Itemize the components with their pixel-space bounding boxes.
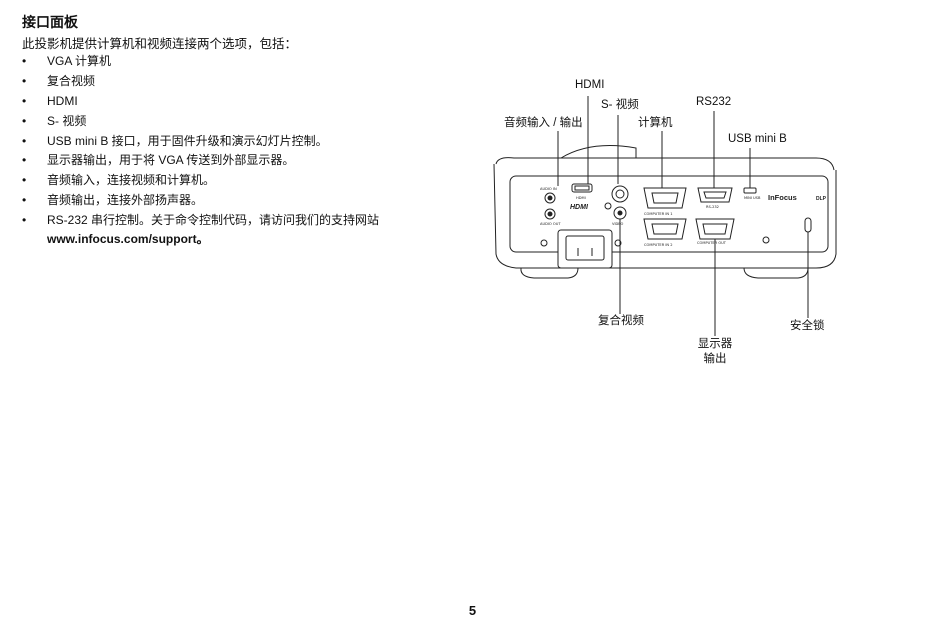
security-lock-slot [804,217,812,233]
projector-body [493,163,837,269]
audio-in-label: AUDIO IN [540,187,557,191]
callout-svideo: S- 视频 [601,99,639,111]
callout-computer: 计算机 [638,117,673,129]
section-title: 接口面板 [22,14,78,30]
audio-in-jack [544,192,556,204]
computer-in-2-port-inner [651,223,679,235]
intro-text: 此投影机提供计算机和视频连接两个选项，包括： [22,37,298,51]
callout-composite-video: 复合视频 [598,315,644,327]
projector-top-hump [560,145,637,159]
feature-list: • VGA 计算机 • 复合视频 • HDMI • S- 视频 • USB mini B … [22,53,380,246]
rs232-port [697,187,733,203]
svideo-port [611,185,629,203]
callout-monitor-out-line1: 显示器 [697,338,733,350]
audio-out-label: AUDIO OUT [540,222,561,226]
list-item: • HDMI [22,93,379,113]
bullet: • [22,193,27,208]
list-item: • USB mini B 接口，用于固件升级和演示幻灯片控制。 [22,133,379,153]
computer-in-1-port-inner [651,192,679,204]
dlp-logo-text: DLP [816,196,827,202]
connector-panel-diagram: HDMI InFocus DLP AUDIO IN AUDIO OUT HDMI… [486,78,846,378]
hdmi-port [571,183,593,193]
mini-usb-label: MINI USB [744,196,761,200]
bullet: • [22,133,27,148]
infocus-brand-text: InFocus [768,193,797,202]
computer-in-2-port [643,218,687,240]
callout-monitor-out: 显示器 输出 [694,337,736,367]
support-url-line: www.infocus.com/support。 [47,231,379,248]
monitor-out-port-inner [702,223,728,235]
bullet: • [22,153,27,168]
list-item-text: 复合视频 [47,73,96,88]
bullet: • [22,213,27,228]
rs232-port-inner [703,191,727,199]
projector-foot-left [520,267,579,279]
power-socket [557,229,613,269]
bullet: • [22,73,27,88]
list-item-text: VGA 计算机 [47,54,112,68]
rear-panel [509,175,829,253]
audio-out-jack-center [547,211,553,217]
bullet: • [22,173,27,188]
composite-video-port-center [617,210,623,216]
computer-in-1-port [643,187,687,209]
projector-foot-right [743,267,809,279]
bullet: • [22,113,27,128]
callout-security-lock: 安全锁 [790,320,825,332]
audio-in-jack-center [547,195,553,201]
callout-usb-mini-b: USB mini B [728,133,787,145]
list-item: • S- 视频 [22,113,379,133]
list-item: • 音频输入，连接视频和计算机。 [22,172,379,192]
list-item: • RS-232 串行控制。关于命令控制代码，请访问我们的支持网站 www.inf… [22,212,380,246]
page-number: 5 [468,603,477,618]
screw [762,236,770,244]
list-item: • 音频输出，连接外部扬声器。 [22,192,379,212]
list-item: • 显示器输出，用于将 VGA 传送到外部显示器。 [22,152,379,172]
svideo-port-inner [615,189,625,199]
url-suffix: 。 [196,232,209,247]
monitor-out-port [695,218,735,240]
screw [614,239,622,247]
mini-usb-port [743,187,757,194]
list-item-text: 显示器输出，用于将 VGA 传送到外部显示器。 [47,153,295,168]
computer-in-2-label: COMPUTER IN 2 [644,243,673,247]
list-item-text: 音频输出，连接外部扬声器。 [47,193,204,208]
callout-monitor-out-line2: 输出 [703,353,727,365]
power-socket-inner [565,235,605,261]
callout-hdmi: HDMI [575,79,605,91]
audio-out-jack [544,208,556,220]
screw [540,239,548,247]
support-url[interactable]: www.infocus.com/support [47,232,197,247]
bullet: • [22,54,27,68]
list-item-text: RS-232 串行控制。关于命令控制代码，请访问我们的支持网站 [47,213,380,228]
hdmi-port-inner [574,185,590,191]
list-item-text: HDMI [47,93,78,108]
dc-jack [604,202,612,210]
bullet: • [22,93,27,108]
list-item: • VGA 计算机 [22,53,379,73]
list-item: • 复合视频 [22,73,379,93]
projector-top-shell [495,157,835,171]
callout-audio-in-out: 音频输入 / 输出 [504,117,583,129]
rs232-port-label: RS-232 [706,205,719,209]
video-port-label: VIDEO [612,222,624,226]
callout-rs232: RS232 [696,96,732,108]
computer-out-label: COMPUTER OUT [697,241,727,245]
list-item-text: USB mini B 接口，用于固件升级和演示幻灯片控制。 [47,133,328,148]
list-item-text: S- 视频 [47,113,87,128]
list-item-text: 音频输入，连接视频和计算机。 [47,173,216,188]
computer-in-1-label: COMPUTER IN 1 [644,212,673,216]
projector-rear-illustration: HDMI InFocus DLP AUDIO IN AUDIO OUT HDMI… [493,96,837,336]
hdmi-logo-text: HDMI [570,204,589,211]
hdmi-port-label: HDMI [576,196,586,200]
